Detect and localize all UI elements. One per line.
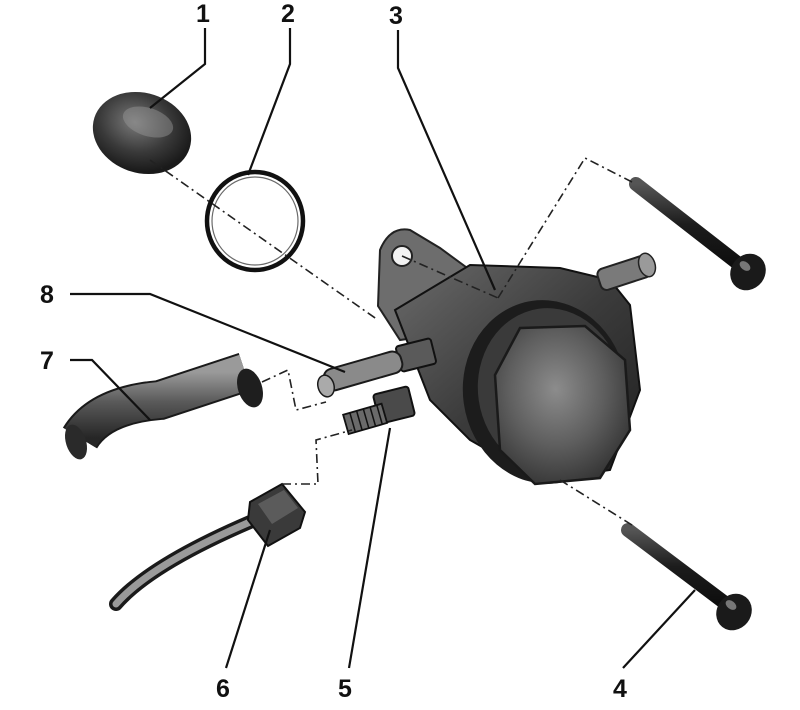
part-cap (92, 91, 192, 175)
leader-lines (70, 28, 696, 669)
callout-2: 2 (281, 0, 295, 28)
callout-1: 1 (196, 0, 210, 28)
part-bolt-lower (621, 523, 752, 631)
part-pump-body (316, 228, 657, 486)
callout-8: 8 (40, 281, 54, 309)
part-o-ring (204, 169, 306, 273)
callout-7: 7 (40, 347, 54, 375)
callout-labels: 1 2 3 8 7 6 5 4 (40, 0, 627, 703)
callout-3: 3 (389, 2, 403, 30)
callout-4: 4 (613, 675, 627, 703)
part-hose (62, 353, 263, 460)
part-pipe-with-nut (109, 482, 307, 611)
callout-5: 5 (338, 675, 352, 703)
callout-6: 6 (216, 675, 230, 703)
part-bolt-upper (629, 177, 766, 291)
assembly-lines (149, 156, 633, 526)
